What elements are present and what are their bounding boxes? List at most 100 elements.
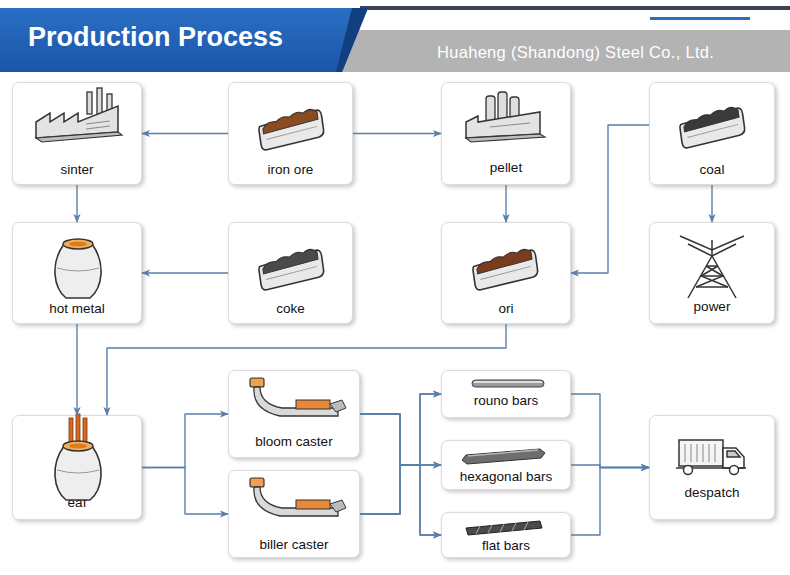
pellet-plant-icon <box>466 92 545 142</box>
power-tower-icon <box>680 236 744 298</box>
material-box: coke <box>228 222 353 324</box>
pellet-plant-icon-part <box>490 123 530 127</box>
flow-arrow <box>360 394 441 465</box>
coke-trough-icon-part <box>257 250 325 291</box>
header-blue-band <box>0 8 368 72</box>
coke-trough-icon-part <box>261 248 319 273</box>
product-box: hexagonal bars <box>441 440 571 490</box>
process-box: biller caster <box>228 470 360 558</box>
hexagonal-bar-icon-part <box>468 450 538 456</box>
eaf-icon-part <box>76 414 80 448</box>
icon-layer <box>36 88 746 535</box>
ore-trough-icon <box>257 108 325 150</box>
hexagonal-bar-icon-part <box>462 449 545 464</box>
flow-arrow <box>353 133 441 134</box>
flow-arrow <box>360 465 441 514</box>
node-label: coke <box>276 301 305 317</box>
eaf-icon-part-part <box>55 441 101 500</box>
flow-arrow <box>711 185 712 222</box>
material-box: power <box>649 222 775 324</box>
power-tower-icon-part <box>696 266 728 287</box>
node-label: coal <box>700 162 725 178</box>
node-label: power <box>694 299 731 315</box>
page-title: Production Process <box>28 22 283 53</box>
power-tower-icon-part <box>696 266 728 287</box>
eaf-icon-part <box>83 418 87 448</box>
node-label: hexagonal bars <box>460 469 552 485</box>
caster-icon-part <box>254 387 338 416</box>
ladle-icon-part <box>55 239 101 298</box>
product-box: rouno bars <box>441 370 571 418</box>
node-label: flat bars <box>482 538 530 554</box>
pellet-plant-icon-part <box>466 112 540 138</box>
truck-icon-part <box>723 448 744 468</box>
node-label: ori <box>498 301 513 317</box>
caster-icon <box>250 378 346 416</box>
caster-icon-part <box>250 478 264 487</box>
flow-arrow <box>76 324 77 415</box>
factory-icon-part <box>36 106 118 138</box>
flow-arrow <box>360 394 441 514</box>
truck-icon-part <box>730 466 739 475</box>
caster-icon <box>250 478 346 516</box>
pellet-plant-icon-part <box>510 97 519 122</box>
node-label: hot metal <box>49 301 105 317</box>
truck-icon-part <box>679 440 723 466</box>
header-grey-band <box>328 30 790 72</box>
truck-icon-part <box>684 466 693 475</box>
connector-layer <box>77 125 712 535</box>
flow-arrow <box>571 125 649 273</box>
round-bar-icon <box>472 380 544 387</box>
truck-icon-part <box>727 451 740 457</box>
truck-icon-part <box>685 444 715 462</box>
caster-icon-part <box>330 500 346 512</box>
ore-trough-icon-part <box>257 110 325 151</box>
process-box: bloom caster <box>228 370 360 458</box>
caster-icon-part <box>254 487 338 516</box>
truck-icon-part <box>676 467 746 469</box>
material-box: iron ore <box>228 82 353 185</box>
caster-icon-part <box>250 378 264 387</box>
caster-icon-part <box>296 400 330 409</box>
hexagonal-bar-icon <box>462 449 545 464</box>
flow-arrow <box>360 414 441 465</box>
flat-bar-icon-part <box>466 521 542 535</box>
process-box: eaf <box>12 415 142 520</box>
header-accent <box>650 17 750 20</box>
node-label: biller caster <box>259 537 328 553</box>
material-box: sinter <box>12 82 142 185</box>
node-label: eaf <box>68 495 87 511</box>
eaf-icon-part <box>69 418 73 448</box>
product-box: flat bars <box>441 512 571 558</box>
flat-bar-icon <box>466 521 542 535</box>
node-label: iron ore <box>268 162 314 178</box>
pellet-plant-icon-part <box>466 134 545 142</box>
pellet-plant-icon-part <box>498 92 507 122</box>
flow-arrow <box>505 185 506 222</box>
caster-icon-part <box>330 400 346 412</box>
flow-arrow <box>142 133 228 134</box>
flow-arrow <box>142 414 228 468</box>
eaf-icon-part <box>55 441 101 500</box>
flow-arrow <box>571 465 649 468</box>
factory-icon-part <box>87 92 92 114</box>
coal-trough-icon-part <box>678 108 746 149</box>
power-tower-icon-part <box>688 256 736 298</box>
process-box: despatch <box>649 415 775 520</box>
factory-icon-part <box>36 132 122 142</box>
truck-icon <box>676 440 746 475</box>
ori-trough-icon <box>471 248 539 290</box>
round-bar-icon-part <box>474 381 542 383</box>
node-label: pellet <box>490 160 522 176</box>
factory-icon-part <box>107 94 112 114</box>
coal-trough-icon-part <box>682 106 740 131</box>
coal-trough-icon <box>678 106 746 148</box>
node-label: rouno bars <box>474 393 539 409</box>
material-box: ori <box>441 222 571 324</box>
header-stripe <box>360 6 790 10</box>
coke-trough-icon <box>257 248 325 290</box>
company-name: Huaheng (Shandong) Steel Co., Ltd. <box>437 43 714 62</box>
factory-icon-part <box>97 88 102 114</box>
material-box: coal <box>649 82 775 185</box>
